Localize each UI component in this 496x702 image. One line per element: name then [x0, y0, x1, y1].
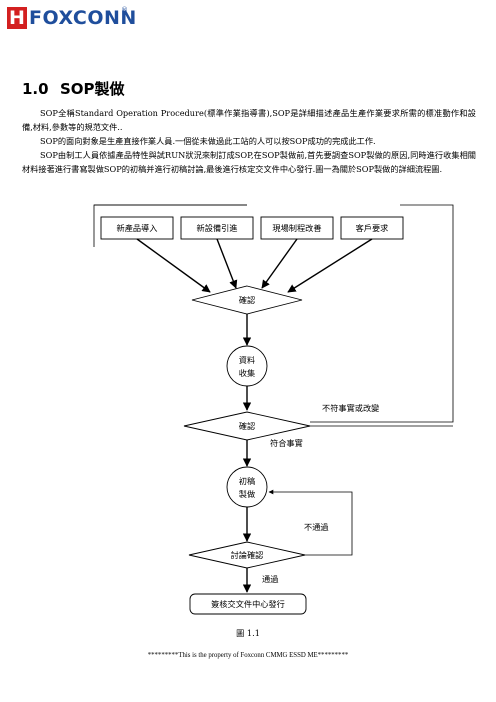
loop-label-not-pass: 不通過	[304, 522, 329, 532]
arrow-new-equipment	[216, 238, 238, 289]
collect-label-line1: 資料	[238, 355, 256, 365]
input-label-customer-request: 客戶要求	[355, 223, 389, 233]
collect-circle	[226, 345, 268, 387]
draft-label-line2: 製做	[238, 489, 256, 499]
final-box	[189, 593, 307, 615]
input-label-new-product: 新產品導入	[116, 223, 158, 233]
section-number: 1.0	[22, 80, 49, 98]
logo-registered-mark: ®	[121, 6, 128, 14]
input-label-process-improvement: 現場制程改善	[272, 223, 322, 233]
input-label-new-equipment: 新設備引進	[196, 223, 238, 233]
pass-label-match: 符合事實	[270, 438, 303, 448]
confirm-label-1: 確認	[238, 295, 256, 305]
pass-label-pass: 通過	[262, 574, 279, 584]
loop-line-discuss	[268, 489, 353, 556]
figure-caption: 圖 1.1	[236, 628, 260, 638]
discuss-label: 討論確認	[230, 550, 264, 560]
section-heading: 1.0 SOP製做	[22, 80, 125, 98]
arrow-customer-request	[287, 238, 373, 293]
paragraph-definition: SOP全稱Standard Operation Procedure(標準作業指導…	[22, 108, 476, 132]
foxconn-logo: H FOXCONN ®	[7, 6, 136, 29]
section-title: SOP製做	[60, 80, 125, 98]
confirm-label-2: 確認	[238, 421, 256, 431]
arrow-process-improvement	[261, 238, 298, 289]
paragraph-audience: SOP的面向對象是生產直接作業人員.一個從未做過此工站的人可以按SOP成功的完成…	[40, 136, 376, 146]
draft-label-line1: 初稿	[238, 476, 256, 486]
loop-label-not-match: 不符事實或改變	[322, 403, 380, 413]
arrow-new-product	[136, 238, 211, 293]
paragraph-process: SOP由制工人員依據產品特性與試RUN狀況來制訂成SOP,在SOP製做前,首先要…	[22, 150, 476, 174]
collect-label-line2: 收集	[238, 368, 256, 378]
logo-letter: H	[7, 7, 27, 29]
draft-circle	[226, 466, 268, 508]
final-label: 簽核交文件中心發行	[211, 599, 285, 609]
logo-text: FOXCONN	[29, 7, 137, 29]
page-footer: *********This is the property of Foxconn…	[147, 652, 349, 659]
